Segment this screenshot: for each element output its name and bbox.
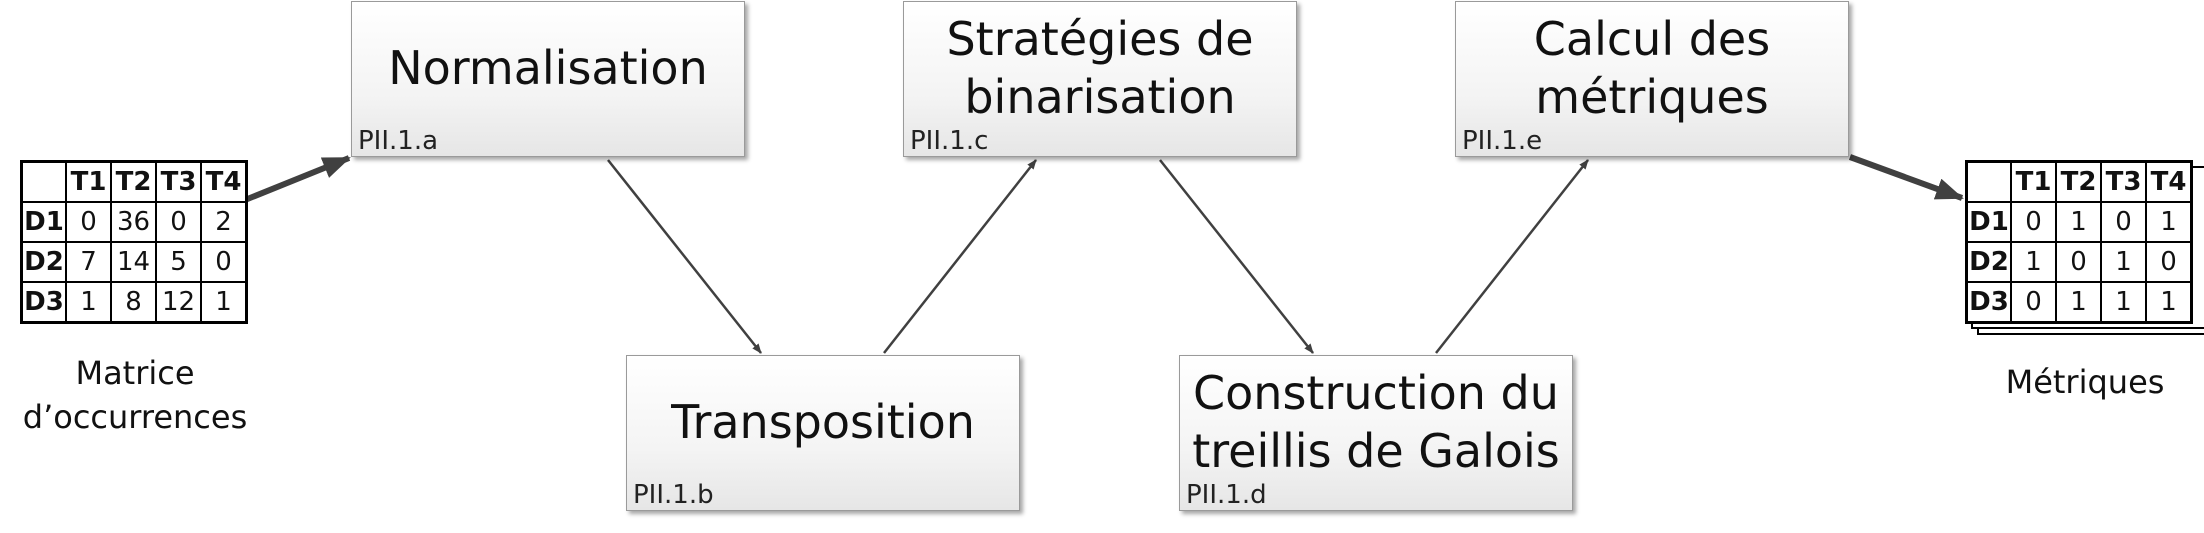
- input-matrix-table: T1 T2 T3 T4 D1 0 36 0 2 D2 7 14 5 0 D3 1…: [20, 160, 248, 324]
- table-cell: 0: [2100, 201, 2147, 243]
- table-cell: 1: [200, 281, 248, 324]
- arrow-construction-to-metriques: [1435, 159, 1589, 354]
- arrow-binarisation-to-construction: [1159, 159, 1314, 354]
- column-header: T1: [65, 160, 112, 203]
- table-cell: 1: [2145, 201, 2193, 243]
- table-row: D3 1 8 12 1: [20, 281, 248, 324]
- column-header: T2: [2055, 160, 2102, 203]
- table-corner-cell: [1965, 160, 2012, 203]
- table-header-row: T1 T2 T3 T4: [20, 160, 248, 203]
- step-code: PII.1.e: [1462, 126, 1543, 156]
- table-cell: 7: [65, 241, 112, 283]
- table-cell: 1: [2055, 281, 2102, 324]
- row-header: D2: [1965, 241, 2012, 283]
- arrow-normalisation-to-transposition: [607, 159, 762, 354]
- table-row: D3 0 1 1 1: [1965, 281, 2193, 324]
- step-code: PII.1.c: [910, 126, 989, 156]
- table-cell: 1: [2010, 241, 2057, 283]
- table-cell: 0: [2055, 241, 2102, 283]
- table-cell: 1: [2100, 241, 2147, 283]
- table-cell: 5: [155, 241, 202, 283]
- row-header: D2: [20, 241, 67, 283]
- column-header: T4: [2145, 160, 2193, 203]
- column-header: T3: [155, 160, 202, 203]
- arrow-metriques-to-output: [1848, 154, 1964, 201]
- step-title: Normalisation: [388, 41, 708, 95]
- column-header: T3: [2100, 160, 2147, 203]
- step-metriques-box: Calcul des métriques PII.1.e: [1455, 1, 1849, 157]
- table-corner-cell: [20, 160, 67, 203]
- table-cell: 12: [155, 281, 202, 324]
- table-cell: 0: [200, 241, 248, 283]
- step-title: Calcul des métriques: [1533, 12, 1771, 124]
- table-header-row: T1 T2 T3 T4: [1965, 160, 2193, 203]
- column-header: T2: [110, 160, 157, 203]
- step-title: Transposition: [671, 395, 975, 449]
- step-code: PII.1.b: [633, 480, 714, 510]
- table-cell: 1: [2055, 201, 2102, 243]
- arrow-input-to-normalisation: [238, 155, 351, 205]
- table-row: D1 0 1 0 1: [1965, 201, 2193, 243]
- row-header: D3: [20, 281, 67, 324]
- column-header: T4: [200, 160, 248, 203]
- arrow-transposition-to-binarisation: [883, 159, 1037, 354]
- step-binarisation-box: Stratégies de binarisation PII.1.c: [903, 1, 1297, 157]
- row-header: D1: [1965, 201, 2012, 243]
- column-header: T1: [2010, 160, 2057, 203]
- table-cell: 36: [110, 201, 157, 243]
- step-title: Construction du treillis de Galois: [1192, 366, 1560, 478]
- table-cell: 1: [2100, 281, 2147, 324]
- step-normalisation-box: Normalisation PII.1.a: [351, 1, 745, 157]
- table-cell: 8: [110, 281, 157, 324]
- table-cell: 14: [110, 241, 157, 283]
- row-header: D1: [20, 201, 67, 243]
- row-header: D3: [1965, 281, 2012, 324]
- table-cell: 0: [65, 201, 112, 243]
- table-cell: 1: [65, 281, 112, 324]
- step-title: Stratégies de binarisation: [946, 12, 1254, 124]
- table-cell: 1: [2145, 281, 2193, 324]
- output-matrix-table: T1 T2 T3 T4 D1 0 1 0 1 D2 1 0 1 0 D3 0 1…: [1965, 160, 2193, 324]
- step-code: PII.1.a: [358, 126, 439, 156]
- table-cell: 0: [155, 201, 202, 243]
- table-row: D2 7 14 5 0: [20, 241, 248, 283]
- table-row: D2 1 0 1 0: [1965, 241, 2193, 283]
- table-cell: 0: [2010, 201, 2057, 243]
- table-row: D1 0 36 0 2: [20, 201, 248, 243]
- input-matrix-caption: Matrice d’occurrences: [22, 354, 248, 436]
- table-cell: 0: [2010, 281, 2057, 324]
- step-transposition-box: Transposition PII.1.b: [626, 355, 1020, 511]
- output-matrix-caption: Métriques: [2005, 363, 2165, 401]
- step-code: PII.1.d: [1186, 480, 1267, 510]
- table-cell: 0: [2145, 241, 2193, 283]
- step-construction-box: Construction du treillis de Galois PII.1…: [1179, 355, 1573, 511]
- table-cell: 2: [200, 201, 248, 243]
